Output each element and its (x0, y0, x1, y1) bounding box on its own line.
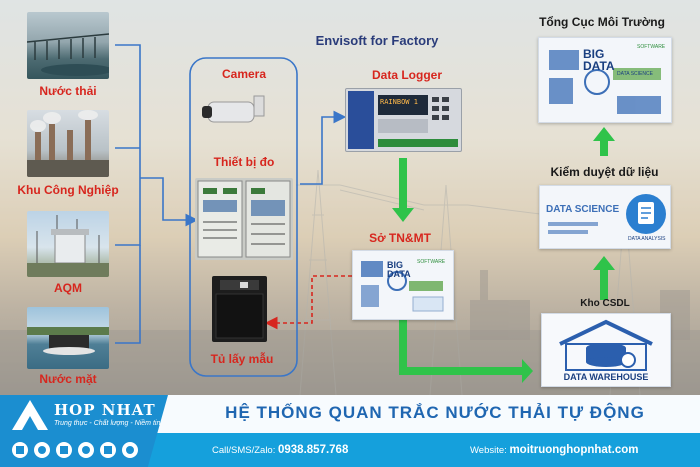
sampler-cabinet-photo (212, 276, 267, 342)
source-label-industrial-zone: Khu Công Nghiệp (17, 183, 119, 197)
verification-label: Kiểm duyệt dữ liệu (550, 165, 659, 179)
phone-number[interactable]: 0938.857.768 (278, 444, 349, 456)
industrial-zone-photo (27, 110, 109, 177)
department-big-data: BIG DATA (387, 260, 411, 279)
phone-label: Call/SMS/Zalo: (212, 445, 276, 456)
database-label: Kho CSDL (580, 298, 630, 309)
to-warehouse-arrow (399, 318, 533, 383)
general-dept-dashboard: BIG DATA DATA SCIENCE SOFTWARE (538, 37, 672, 123)
warehouse-text: DATA WAREHOUSE (563, 372, 649, 382)
website-link[interactable]: moitruonghopnhat.com (509, 444, 639, 456)
diagram-title: Envisoft for Factory (315, 33, 439, 48)
measuring-cabinet-photo (195, 178, 293, 260)
verification-data-science: DATA SCIENCE (546, 204, 620, 215)
sampler-label: Tủ lấy mẫu (210, 352, 274, 366)
general-dept-label: Tổng Cục Môi Trường (539, 15, 665, 29)
data-logger-label: Data Logger (371, 68, 442, 82)
source-label-aqm: AQM (54, 281, 82, 295)
contact-phone: Call/SMS/Zalo: 0938.857.768 (212, 444, 348, 456)
source-label-wastewater: Nước thải (39, 84, 97, 98)
department-dashboard: BIG DATA SOFTWARE (352, 250, 454, 320)
surface-water-photo (27, 307, 109, 369)
brand-name: HOP NHAT (54, 401, 156, 419)
logger-screen-text: RAINBOW 1 (380, 98, 418, 106)
data-logger-device: RAINBOW 1 (345, 88, 462, 152)
verification-panel: DATA SCIENCE DATA ANALYSIS (539, 185, 671, 249)
general-dept-data-science: DATA SCIENCE (617, 71, 653, 77)
aqm-station-photo (27, 211, 109, 277)
department-label: Sở TN&MT (369, 231, 431, 245)
general-dept-software: SOFTWARE (637, 44, 666, 50)
website-label: Website: (470, 445, 507, 456)
verification-data-analysis: DATA ANALYSIS (628, 236, 666, 242)
data-warehouse-panel: DATA WAREHOUSE (541, 313, 671, 387)
general-dept-big-data: BIG DATA (583, 47, 615, 73)
measuring-device-label: Thiết bị đo (213, 155, 275, 169)
factory-frame (189, 57, 298, 377)
wastewater-photo (27, 12, 109, 79)
footer-headline: HỆ THỐNG QUAN TRẮC NƯỚC THẢI TỰ ĐỘNG (225, 403, 645, 422)
department-software: SOFTWARE (417, 259, 446, 265)
flow-connectors (115, 44, 615, 383)
source-label-surface-water: Nước mặt (39, 372, 97, 386)
camera-label: Camera (221, 67, 267, 81)
contact-website: Website: moitruonghopnhat.com (470, 444, 638, 456)
brand-slogan: Trung thực - Chất lượng - Niềm tin (54, 420, 161, 427)
